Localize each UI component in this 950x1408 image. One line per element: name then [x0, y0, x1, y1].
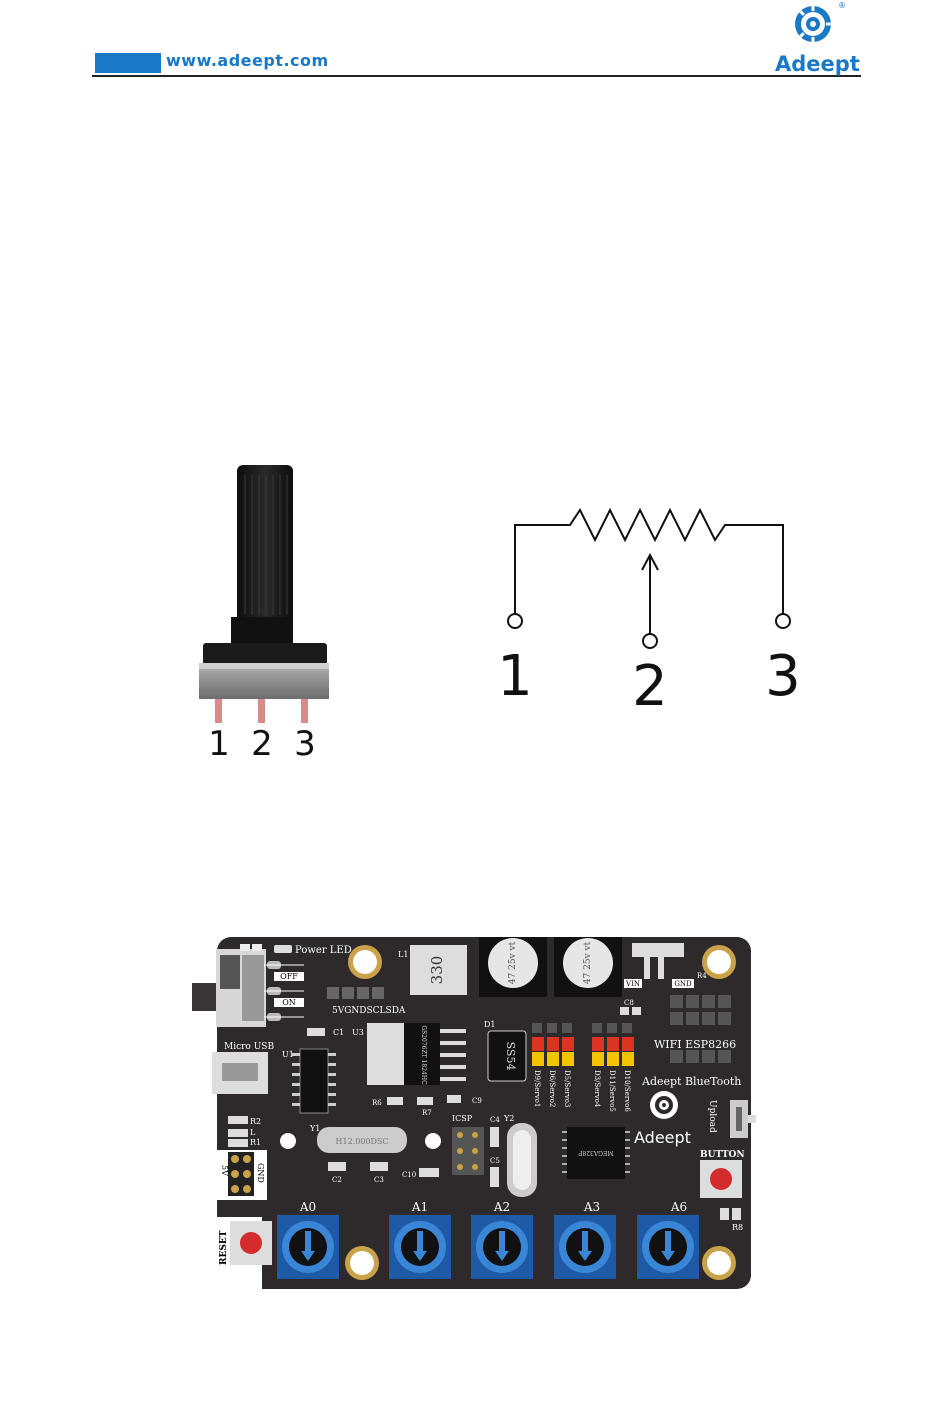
c10-label: C10: [402, 1171, 416, 1179]
board-logo-text: Adeept: [634, 1128, 691, 1147]
gnd-label: GND: [256, 1163, 265, 1183]
c4-label: C4: [490, 1116, 500, 1124]
u1-label: U1: [282, 1050, 294, 1059]
diode-label: SS54: [504, 1042, 517, 1071]
regulator-label: GS2076ZT 1824HC: [420, 1025, 427, 1085]
analog-label-a6: A6: [670, 1200, 687, 1214]
r7-label: R7: [422, 1109, 432, 1117]
adeept-logo: ® Adeept: [775, 0, 860, 76]
servo-1-label: D9/Servo1: [533, 1070, 541, 1107]
icsp-label: ICSP: [452, 1114, 473, 1123]
crystal-label: H12.000DSC: [336, 1137, 389, 1146]
off-label: OFF: [280, 972, 298, 981]
power-led-label: Power LED: [295, 945, 352, 956]
d1-label: D1: [484, 1020, 496, 1029]
analog-label-a2: A2: [493, 1200, 510, 1214]
y1-label: Y1: [309, 1124, 320, 1133]
mounting-holes: [280, 945, 736, 1280]
wifi-label: WIFI ESP8266: [654, 1038, 736, 1051]
capacitor-1-label: 47 25v vt: [508, 941, 518, 984]
y2-label: Y2: [503, 1114, 514, 1123]
analog-label-a1: A1: [411, 1200, 428, 1214]
registered-mark: ®: [838, 1, 846, 10]
analog-potentiometers: [277, 1215, 699, 1279]
servo-4-label: D3/Servo4: [593, 1070, 601, 1108]
header-divider: [92, 75, 861, 77]
photo-pin-2: 2: [251, 724, 273, 764]
adeept-board-illustration: OFF ON Power LED L1 330 47 25v vt 47 25v…: [192, 937, 756, 1289]
schematic-pin-2: 2: [632, 654, 668, 719]
c2-label: C2: [332, 1176, 342, 1184]
mcu-label: MEGA328P: [578, 1149, 613, 1156]
servo-5-label: D11/Servo5: [608, 1070, 616, 1112]
servo-2-label: D6/Servo2: [548, 1070, 556, 1107]
c5-label: C5: [490, 1157, 500, 1165]
on-label: ON: [282, 998, 296, 1007]
analog-label-a0: A0: [299, 1200, 316, 1214]
r6-label: R6: [372, 1099, 382, 1107]
schematic-pin-3: 3: [765, 644, 801, 709]
five-v-label: 5V: [220, 1165, 229, 1176]
reset-label: RESET: [219, 1230, 229, 1265]
servo-headers: [532, 1023, 634, 1066]
header-url: www.adeept.com: [166, 51, 329, 70]
l1-label: L1: [398, 950, 408, 959]
c8-label: C8: [624, 999, 634, 1007]
capacitor-2-label: 47 25v vt: [583, 941, 593, 984]
potentiometer-photo: 1 2 3: [199, 465, 329, 764]
board-logo-icon: [650, 1091, 678, 1119]
u3-label: U3: [352, 1028, 364, 1037]
l-label: L: [250, 1128, 256, 1137]
c9-label: C9: [472, 1097, 482, 1105]
vin-label: VIN: [625, 980, 640, 988]
upload-label: Upload: [707, 1100, 717, 1133]
r2-label: R2: [250, 1117, 261, 1126]
header-accent-bar: [95, 53, 161, 73]
c3-label: C3: [374, 1176, 384, 1184]
r4-label: R4: [697, 972, 707, 980]
potentiometer-schematic: 1 2 3: [497, 507, 801, 719]
bluetooth-label: Adeept BlueTooth: [641, 1075, 741, 1088]
gnd-top-label: GND: [674, 980, 692, 988]
schematic-pin-1: 1: [497, 644, 533, 709]
i2c-label: 5VGNDSCLSDA: [332, 1006, 406, 1016]
analog-label-a3: A3: [583, 1200, 600, 1214]
c1-label: C1: [333, 1028, 344, 1037]
inductor-value: 330: [428, 956, 446, 985]
servo-3-label: D5/Servo3: [563, 1070, 571, 1107]
photo-pin-1: 1: [208, 724, 230, 764]
servo-6-label: D10/Servo6: [623, 1070, 631, 1112]
photo-pin-3: 3: [294, 724, 316, 764]
r1-label: R1: [250, 1138, 261, 1147]
r8-label: R8: [732, 1223, 743, 1232]
button-label: BUTTON: [700, 1150, 745, 1160]
brand-name: Adeept: [775, 52, 860, 76]
micro-usb-label: Micro USB: [224, 1042, 274, 1052]
